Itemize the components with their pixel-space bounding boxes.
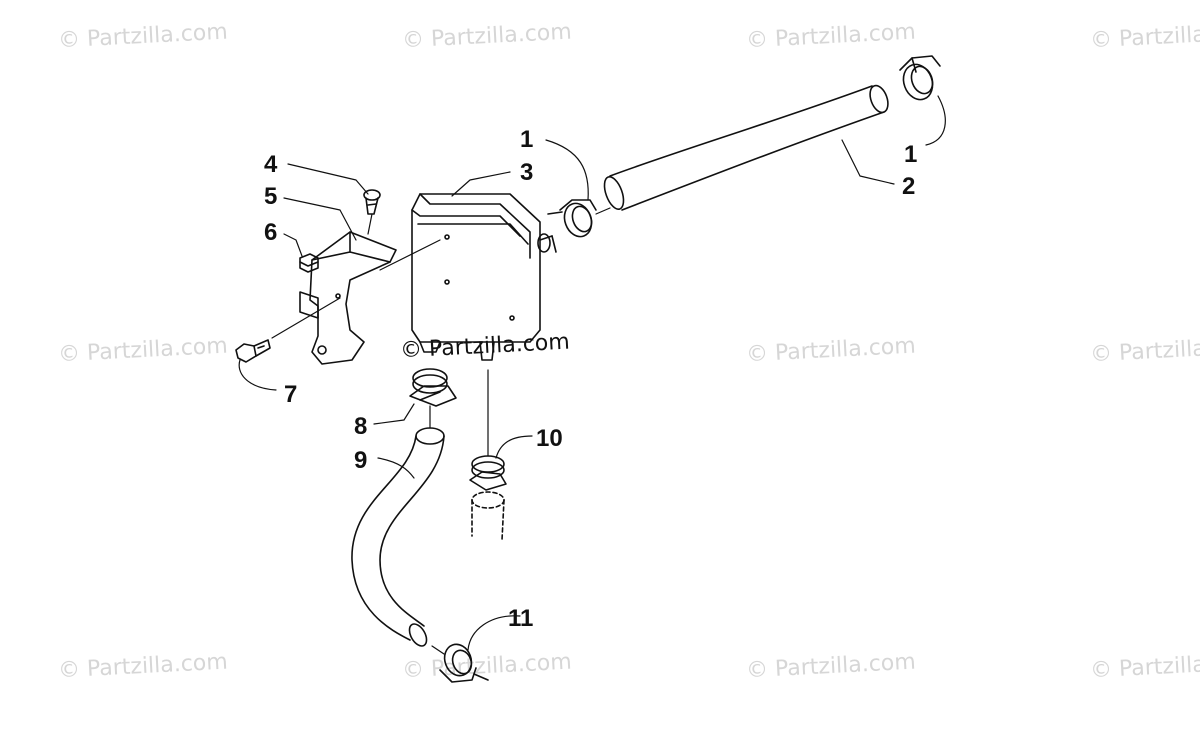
breather-box-part-3 (411, 193, 557, 361)
screw-part-4 (363, 189, 381, 215)
bolt-part-7 (235, 339, 271, 363)
hose-part-2 (603, 84, 889, 211)
callout-1-middle: 1 (520, 126, 533, 153)
callout-1-right: 1 (904, 141, 917, 168)
callout-11: 11 (508, 605, 533, 632)
guide-lines (271, 207, 611, 655)
callout-2: 2 (902, 173, 915, 200)
callout-4: 4 (264, 151, 278, 178)
callout-3: 3 (520, 159, 533, 186)
clamp-part-11 (439, 643, 489, 683)
nut-part-6 (299, 253, 319, 273)
callout-5: 5 (264, 183, 277, 210)
callout-10: 10 (536, 425, 563, 452)
bracket-part-5 (299, 231, 397, 365)
leader-lines (238, 95, 946, 651)
clamp-part-10 (469, 455, 507, 491)
phantom-hose (471, 491, 505, 541)
callout-9: 9 (354, 447, 367, 474)
callout-8: 8 (354, 413, 367, 440)
callout-7: 7 (284, 381, 297, 408)
clamp-part-8 (409, 368, 457, 407)
clamp-part-1-right (899, 55, 941, 101)
callout-6: 6 (264, 219, 277, 246)
clamp-part-1-middle (547, 199, 597, 238)
